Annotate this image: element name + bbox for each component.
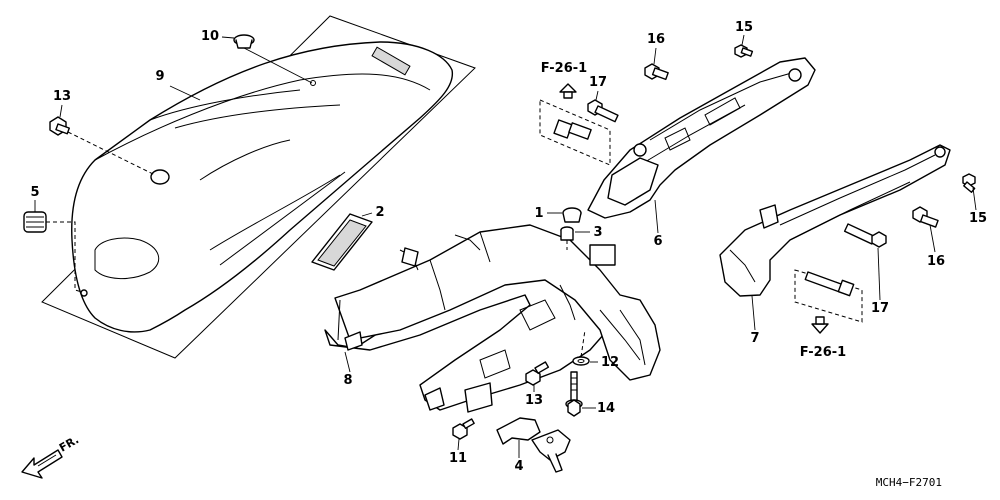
- collar-3: [560, 226, 574, 241]
- callout-15-right: 15: [969, 211, 987, 226]
- leader-16-right: [929, 224, 936, 253]
- callout-10: 10: [201, 29, 219, 44]
- ref-arrow-up-stem: [563, 91, 573, 99]
- dash-5: [46, 221, 83, 293]
- leader-9: [169, 85, 201, 101]
- reflector-2: [311, 213, 373, 271]
- bolt-11: [452, 418, 475, 440]
- nut-5-hole: [80, 289, 88, 297]
- grommet-10: [233, 34, 255, 49]
- leader-6: [654, 199, 659, 234]
- ref-label-upper: F-26-1: [541, 61, 587, 76]
- callout-11: 11: [449, 451, 467, 466]
- leader-8: [344, 351, 351, 373]
- callout-5: 5: [30, 185, 39, 200]
- callout-9: 9: [155, 69, 164, 84]
- leader-10: [221, 36, 235, 39]
- grommet-1: [562, 207, 582, 223]
- callout-14: 14: [597, 401, 615, 416]
- ref-box-upper: [539, 99, 611, 166]
- diagram-code: MCH4−F2701: [876, 476, 942, 489]
- callout-2: 2: [375, 205, 384, 220]
- callout-16-right: 16: [927, 254, 945, 269]
- bolt-13-lower: [525, 361, 550, 386]
- callout-1: 1: [534, 206, 543, 221]
- grab-rail-right: [587, 57, 816, 219]
- bolt-14: [565, 371, 583, 417]
- bolt-17-upper: [587, 99, 619, 123]
- bolt-17-lower: [843, 223, 887, 248]
- bolt-15-right: [962, 173, 976, 193]
- leader-11: [457, 438, 460, 451]
- rear-fender-frame: [324, 224, 661, 413]
- grab-rail-left: [719, 144, 951, 297]
- callout-7: 7: [750, 331, 759, 346]
- leader-17-lower: [877, 247, 881, 301]
- callout-8: 8: [343, 373, 352, 388]
- callout-17-lower: 17: [871, 301, 889, 316]
- callout-4: 4: [514, 459, 523, 474]
- front-direction-arrow: [21, 449, 63, 479]
- ref-arrow-down: [811, 323, 829, 334]
- bolt-15-upper: [734, 44, 754, 58]
- dash-12: [580, 329, 586, 358]
- callout-15-upper: 15: [735, 20, 753, 35]
- leader-13-upper: [59, 104, 63, 118]
- washer-12: [572, 356, 590, 366]
- ref-arrow-up: [559, 83, 577, 93]
- callout-13-lower: 13: [525, 393, 543, 408]
- ref-arrow-down-stem: [815, 316, 825, 325]
- dash-13-upper: [67, 131, 156, 176]
- leader-17-upper: [595, 90, 599, 101]
- ref-part-upper: [553, 119, 592, 140]
- callout-16-upper: 16: [647, 32, 665, 47]
- callout-17-upper: 17: [589, 75, 607, 90]
- seat-cowl: [71, 41, 454, 333]
- nut-5: [23, 211, 47, 233]
- ref-box-lower: [794, 269, 863, 323]
- bolt-16-right: [912, 206, 939, 228]
- leader-16-upper: [653, 47, 657, 65]
- bracket-4: [496, 417, 571, 473]
- front-direction-label: FR.: [57, 433, 81, 454]
- leader-15-upper: [741, 34, 745, 46]
- leader-7: [751, 295, 756, 331]
- callout-12: 12: [601, 355, 619, 370]
- callout-13-upper: 13: [53, 89, 71, 104]
- callout-3: 3: [593, 225, 602, 240]
- bolt-13-upper: [49, 116, 70, 136]
- leader-2: [361, 212, 373, 217]
- leader-15-right: [972, 187, 977, 211]
- ref-label-lower: F-26-1: [800, 345, 846, 360]
- leader-10-line: [243, 47, 313, 84]
- callout-6: 6: [653, 234, 662, 249]
- bolt-16-upper: [644, 63, 669, 81]
- ref-part-lower: [804, 271, 855, 297]
